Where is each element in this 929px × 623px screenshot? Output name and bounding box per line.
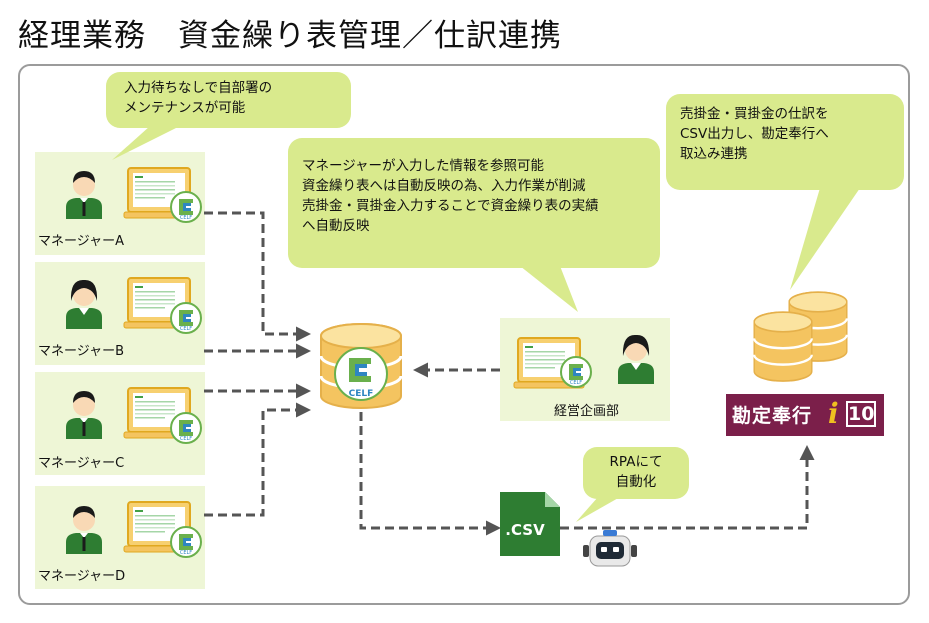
manager-c-label: マネージャーC: [38, 456, 125, 471]
csv-label: .CSV: [505, 521, 545, 539]
manager-b-figure: [66, 279, 102, 329]
bubble-line: 取込み連携: [680, 146, 748, 162]
bubble-tail: [112, 126, 180, 160]
bubble-center: マネージャーが入力した情報を参照可能 資金繰り表へは自動反映の為、入力作業が削減…: [288, 138, 660, 268]
bubble-line: 売掛金・買掛金入力することで資金繰り表の実績: [302, 198, 599, 214]
celf-badge-icon: [170, 191, 202, 223]
bubble-right: 売掛金・買掛金の仕訳を CSV出力し、勘定奉行へ 取込み連携: [666, 94, 904, 190]
robot-icon: [583, 530, 637, 567]
celf-badge-icon: [560, 356, 592, 388]
celf-database-icon: CELF: [319, 322, 403, 410]
diagram-frame: [18, 64, 910, 605]
manager-a-figure: [66, 171, 102, 219]
flow-arrows: [204, 211, 815, 536]
kanjo-logo-i: i: [828, 397, 839, 430]
manager-d-figure: [66, 506, 102, 554]
bubble-rpa: RPAにて 自動化: [583, 447, 689, 499]
accounting-database-icon: [752, 290, 849, 383]
celf-badge-icon: [170, 526, 202, 558]
celf-logo-text: CELF: [349, 389, 374, 399]
bubble-line: 入力待ちなしで自部署の: [124, 80, 273, 96]
planning-label: 経営企画部: [554, 404, 620, 419]
celf-badge-icon: [170, 302, 202, 334]
bubble-line: へ自動反映: [302, 218, 370, 234]
manager-b-label: マネージャーB: [38, 344, 125, 359]
bubble-top-left: 入力待ちなしで自部署の メンテナンスが可能: [106, 72, 351, 128]
kanjo-logo-version: 10: [846, 401, 876, 427]
bubble-line: 売掛金・買掛金の仕訳を: [680, 106, 829, 122]
bubble-tail: [790, 188, 860, 290]
bubble-line: RPAにて: [609, 454, 663, 470]
bubble-line: 資金繰り表へは自動反映の為、入力作業が削減: [302, 178, 586, 194]
bubble-line: マネージャーが入力した情報を参照可能: [302, 158, 545, 174]
csv-file-icon: .CSV: [500, 492, 560, 556]
page-title: 経理業務 資金繰り表管理／仕訳連携: [18, 18, 562, 54]
manager-a-label: マネージャーA: [38, 234, 124, 249]
bubble-line: CSV出力し、勘定奉行へ: [680, 126, 829, 142]
planning-figure: [618, 334, 654, 384]
kanjo-bugyo-logo: 勘定奉行 i 10: [726, 394, 884, 436]
manager-d-label: マネージャーD: [38, 569, 126, 584]
bubble-line: メンテナンスが可能: [124, 100, 246, 116]
bubble-tail: [520, 266, 578, 312]
bubble-line: 自動化: [615, 474, 657, 490]
kanjo-logo-text: 勘定奉行: [732, 405, 813, 427]
celf-badge-icon: [170, 412, 202, 444]
manager-c-figure: [66, 391, 102, 439]
bubble-tail: [576, 497, 620, 522]
